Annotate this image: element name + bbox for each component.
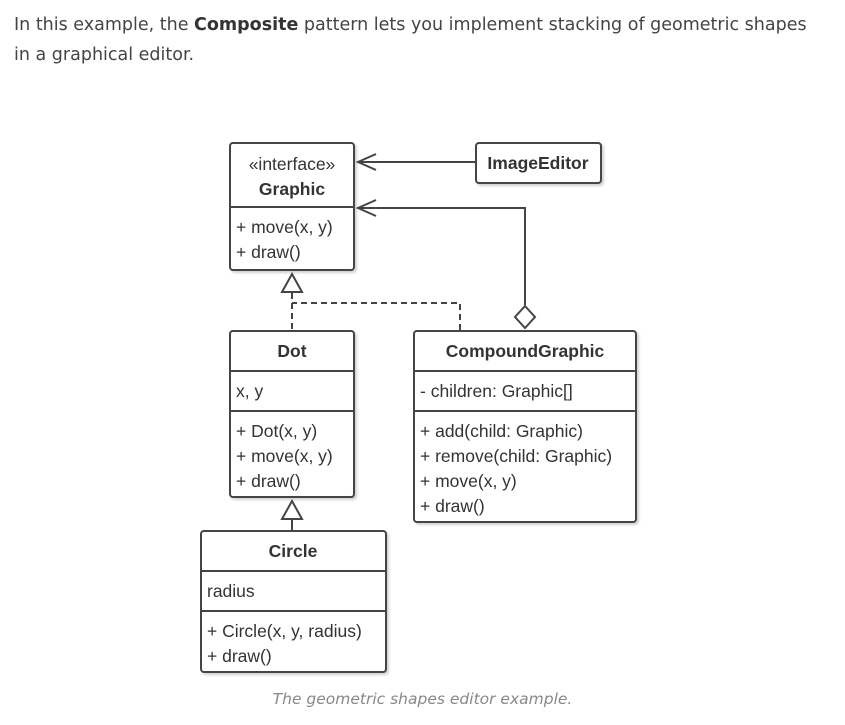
aggregation-line-compound: [358, 207, 526, 305]
figure-caption: The geometric shapes editor example.: [272, 690, 573, 708]
class-circle-box: [200, 530, 387, 673]
association-arrowhead-imageeditor: [355, 153, 377, 171]
inheritance-arrowhead: [280, 498, 304, 520]
connectors: [280, 153, 537, 530]
class-dot-method: + move(x, y): [236, 446, 333, 466]
class-circle-method: + Circle(x, y, radius): [207, 621, 362, 641]
class-compoundgraphic: CompoundGraphic - children: Graphic[] + …: [413, 330, 637, 523]
class-dot-name: Dot: [277, 341, 306, 361]
class-dot-field: x, y: [236, 381, 263, 401]
class-compoundgraphic-name: CompoundGraphic: [446, 341, 605, 361]
class-compoundgraphic-method: + move(x, y): [420, 471, 517, 491]
class-circle-field: radius: [207, 581, 255, 601]
class-dot-method: + draw(): [236, 471, 301, 491]
intro-text-before: In this example, the: [14, 15, 195, 35]
intro-paragraph: In this example, the Composite pattern l…: [14, 10, 824, 70]
aggregation-arrowhead-compound: [355, 199, 377, 217]
class-compoundgraphic-method: + add(child: Graphic): [420, 421, 583, 441]
class-dot-box: [229, 330, 355, 498]
class-compoundgraphic-field: - children: Graphic[]: [420, 381, 573, 401]
aggregation-diamond-compound: [513, 304, 537, 330]
class-imageeditor-name: ImageEditor: [487, 153, 588, 173]
intro-text-after: pattern lets you implement stacking of g…: [14, 15, 807, 65]
intro-bold-term: Composite: [194, 15, 299, 35]
class-graphic-name: Graphic: [259, 179, 325, 199]
class-circle: Circle radius + Circle(x, y, radius) + d…: [200, 530, 387, 673]
class-graphic-method: + draw(): [236, 242, 301, 262]
class-imageeditor: ImageEditor: [475, 142, 602, 184]
class-compoundgraphic-method: + draw(): [420, 496, 485, 516]
realization-line-compound: [292, 302, 461, 330]
class-circle-method: + draw(): [207, 646, 272, 666]
class-compoundgraphic-method: + remove(child: Graphic): [420, 446, 612, 466]
class-imageeditor-box: [475, 142, 602, 184]
class-dot-method: + Dot(x, y): [236, 421, 317, 441]
class-graphic: «interface» Graphic + move(x, y) + draw(…: [229, 142, 355, 271]
class-compoundgraphic-box: [413, 330, 637, 523]
realization-arrowhead: [280, 271, 304, 293]
class-circle-name: Circle: [269, 541, 318, 561]
class-graphic-stereotype: «interface»: [249, 154, 336, 174]
class-graphic-method: + move(x, y): [236, 217, 333, 237]
class-dot: Dot x, y + Dot(x, y) + move(x, y) + draw…: [229, 330, 355, 498]
